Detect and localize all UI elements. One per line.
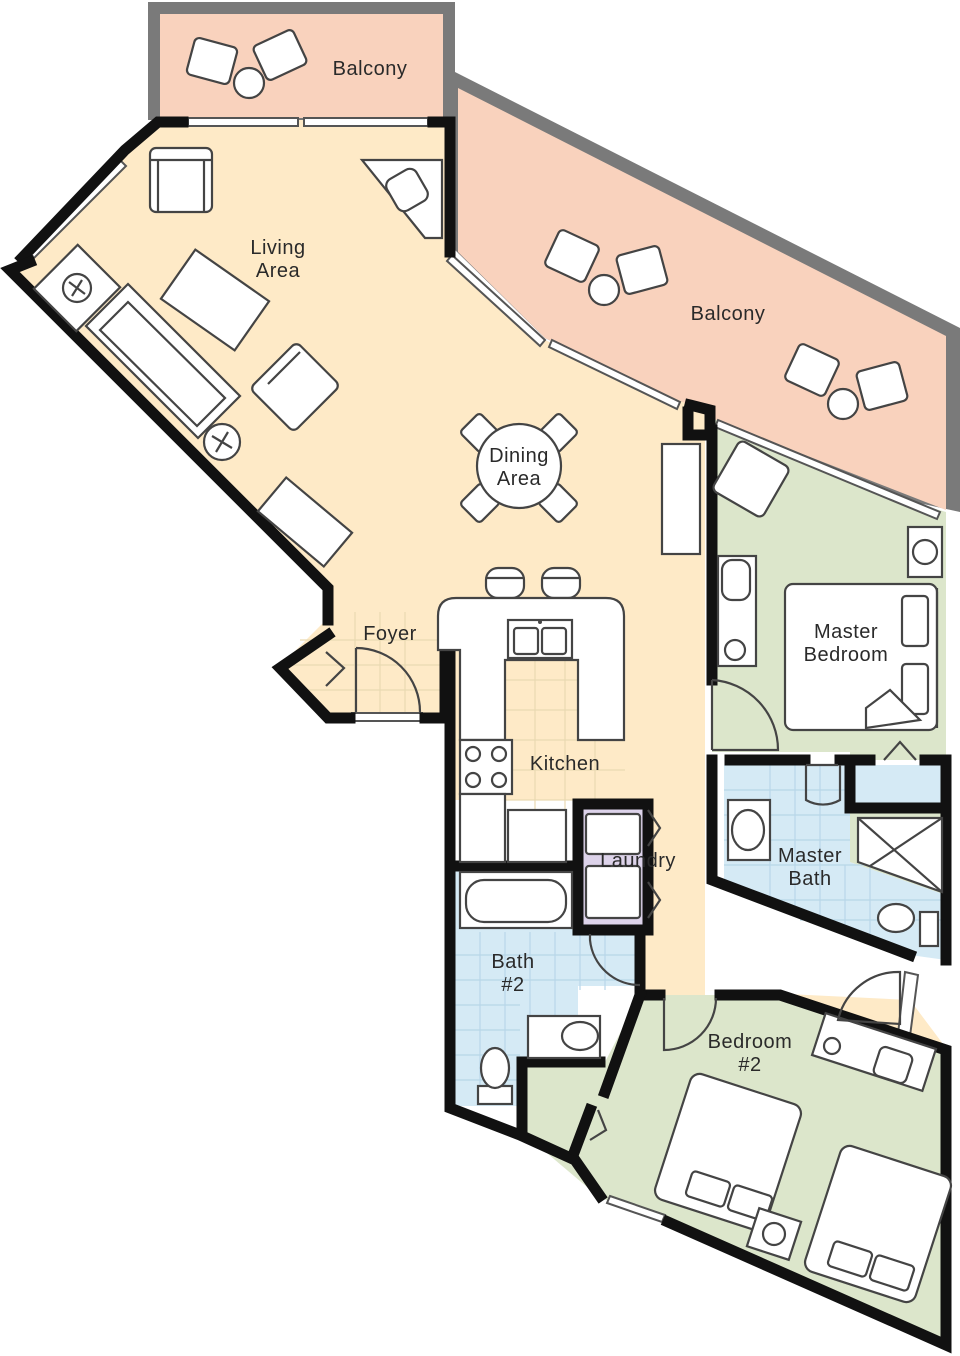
foyer-label: Foyer <box>363 623 417 645</box>
counter-icon <box>458 792 507 864</box>
master-bedroom-furniture <box>712 440 944 761</box>
bath-2-fixtures <box>458 870 602 1106</box>
balcony-2 <box>455 72 960 512</box>
kitchen-counter-icon <box>436 596 626 742</box>
corner-desk-icon <box>359 158 444 240</box>
kitchen-fixtures <box>436 566 626 864</box>
toilet-icon <box>876 902 940 948</box>
closet-door-icon <box>883 740 917 761</box>
shower-icon <box>856 816 944 894</box>
refrigerator-icon <box>506 808 568 864</box>
armchair-icon <box>148 146 214 214</box>
bedroom-2-label: Bedroom#2 <box>708 1031 793 1076</box>
cabinet-icon <box>660 442 702 556</box>
bedroom-2-furniture <box>589 1011 953 1304</box>
balcony-2-label: Balcony <box>691 303 766 325</box>
kitchen-label: Kitchen <box>530 753 600 775</box>
master-bath-fixtures <box>726 798 944 948</box>
dresser-icon <box>716 554 758 668</box>
end-table-lamp-icon <box>32 243 122 333</box>
coffee-table-icon <box>159 248 271 352</box>
sink-icon <box>506 618 574 660</box>
bed-icon <box>783 582 939 732</box>
desk-icon <box>810 1011 938 1093</box>
console-table-icon <box>256 475 354 569</box>
living-area-furniture <box>32 146 444 569</box>
vanity-sink-icon <box>726 798 772 862</box>
balcony-chair-icon <box>185 29 308 100</box>
exterior-walls <box>0 116 952 1354</box>
toilet-icon <box>476 1046 514 1106</box>
armchair-icon <box>251 343 339 431</box>
nightstand-lamp-icon <box>745 1206 803 1262</box>
end-table-lamp-icon <box>202 422 242 462</box>
balcony-chair-icon <box>544 229 909 421</box>
dining-set-icon <box>460 413 578 523</box>
bathtub-icon <box>458 870 574 930</box>
balcony-1-label: Balcony <box>333 58 408 80</box>
nightstand-lamp-icon <box>906 525 944 579</box>
bed-icon <box>653 1072 803 1232</box>
door-swings <box>325 646 902 1052</box>
laundry-label: Laundry <box>600 850 676 872</box>
stove-icon <box>458 738 514 796</box>
closet-door-icon <box>589 1109 608 1141</box>
bath-2-label: Bath#2 <box>491 951 534 996</box>
balcony-1 <box>148 2 455 120</box>
armchair-icon <box>712 440 790 518</box>
vanity-sink-icon <box>526 1014 602 1060</box>
bed-icon <box>803 1144 953 1304</box>
washer-dryer-icon <box>584 809 662 920</box>
sofa-icon <box>84 282 242 440</box>
